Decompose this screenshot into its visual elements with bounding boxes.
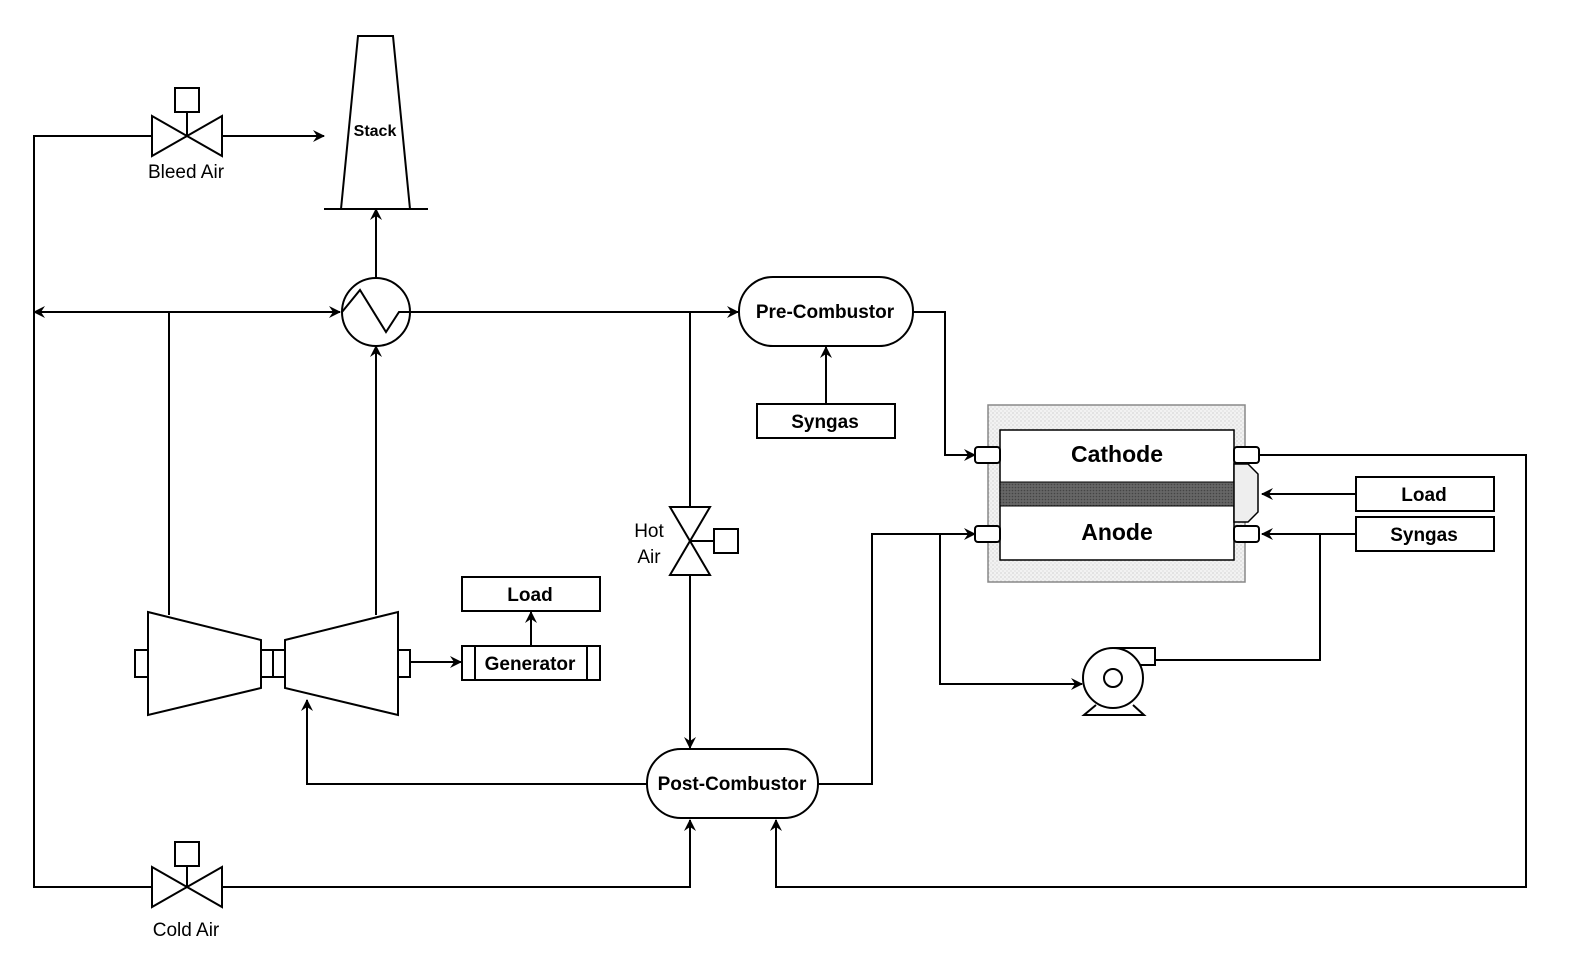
post-combustor: Post-Combustor bbox=[646, 748, 819, 819]
load-right-box: Load bbox=[1355, 476, 1495, 512]
syngas-top-box: Syngas bbox=[756, 403, 896, 439]
valve-actuator bbox=[174, 87, 200, 113]
flow-lines bbox=[33, 130, 1527, 888]
line-precombustor-to-cathode bbox=[912, 311, 976, 461]
gas-turbine bbox=[134, 610, 411, 717]
turbine-icon bbox=[284, 610, 399, 717]
compressor-shaft-stub bbox=[134, 649, 149, 678]
line-coldair-to-postcombustor bbox=[222, 819, 696, 888]
electrolyte-layer bbox=[999, 481, 1235, 507]
generator-label: Generator bbox=[485, 654, 576, 675]
syngas-top-label: Syngas bbox=[791, 412, 859, 433]
anode-inlet-port bbox=[974, 525, 1001, 543]
hot-air-valve: Hot Air bbox=[634, 506, 739, 576]
electrode-terminal bbox=[1233, 463, 1259, 523]
pre-combustor: Pre-Combustor bbox=[738, 276, 914, 347]
blower-icon bbox=[1081, 647, 1156, 716]
cathode-label: Cathode bbox=[1071, 441, 1163, 467]
bleed-air-valve: Bleed Air bbox=[148, 87, 225, 183]
cathode-outlet-port bbox=[1233, 446, 1260, 464]
line-recirc-to-blower bbox=[1155, 534, 1321, 661]
load-generator-label: Load bbox=[507, 585, 552, 606]
line-postcombustor-to-turbine bbox=[301, 699, 647, 785]
cathode-inlet-port bbox=[974, 446, 1001, 464]
cold-air-valve: Cold Air bbox=[151, 841, 223, 941]
hot-air-label-line2: Air bbox=[637, 547, 661, 568]
generator: Generator bbox=[461, 645, 601, 681]
line-bypass-loop bbox=[33, 135, 152, 888]
bleed-air-label: Bleed Air bbox=[148, 162, 225, 183]
post-combustor-label: Post-Combustor bbox=[658, 774, 807, 795]
valve-actuator bbox=[174, 841, 200, 867]
anode-label: Anode bbox=[1081, 519, 1153, 545]
stack: Stack bbox=[324, 35, 428, 210]
line-anode-to-blower bbox=[939, 534, 1083, 690]
turbine-shaft-stub bbox=[397, 649, 411, 678]
compressor-icon bbox=[147, 610, 262, 717]
anode-outlet-port bbox=[1233, 525, 1260, 543]
line-cathode-to-postcombustor bbox=[770, 454, 1527, 888]
load-generator-box: Load bbox=[461, 576, 601, 612]
fuel-cell: Cathode Anode bbox=[974, 404, 1260, 583]
syngas-right-label: Syngas bbox=[1390, 525, 1458, 546]
stack-label: Stack bbox=[354, 123, 397, 140]
line-postcombustor-to-anode bbox=[818, 528, 976, 785]
load-right-label: Load bbox=[1401, 485, 1446, 506]
pre-combustor-label: Pre-Combustor bbox=[756, 302, 895, 323]
cold-air-label: Cold Air bbox=[153, 920, 220, 941]
valve-actuator bbox=[713, 528, 739, 554]
heat-exchanger-icon bbox=[341, 277, 411, 347]
syngas-right-box: Syngas bbox=[1355, 516, 1495, 552]
hot-air-label-line1: Hot bbox=[634, 521, 664, 542]
